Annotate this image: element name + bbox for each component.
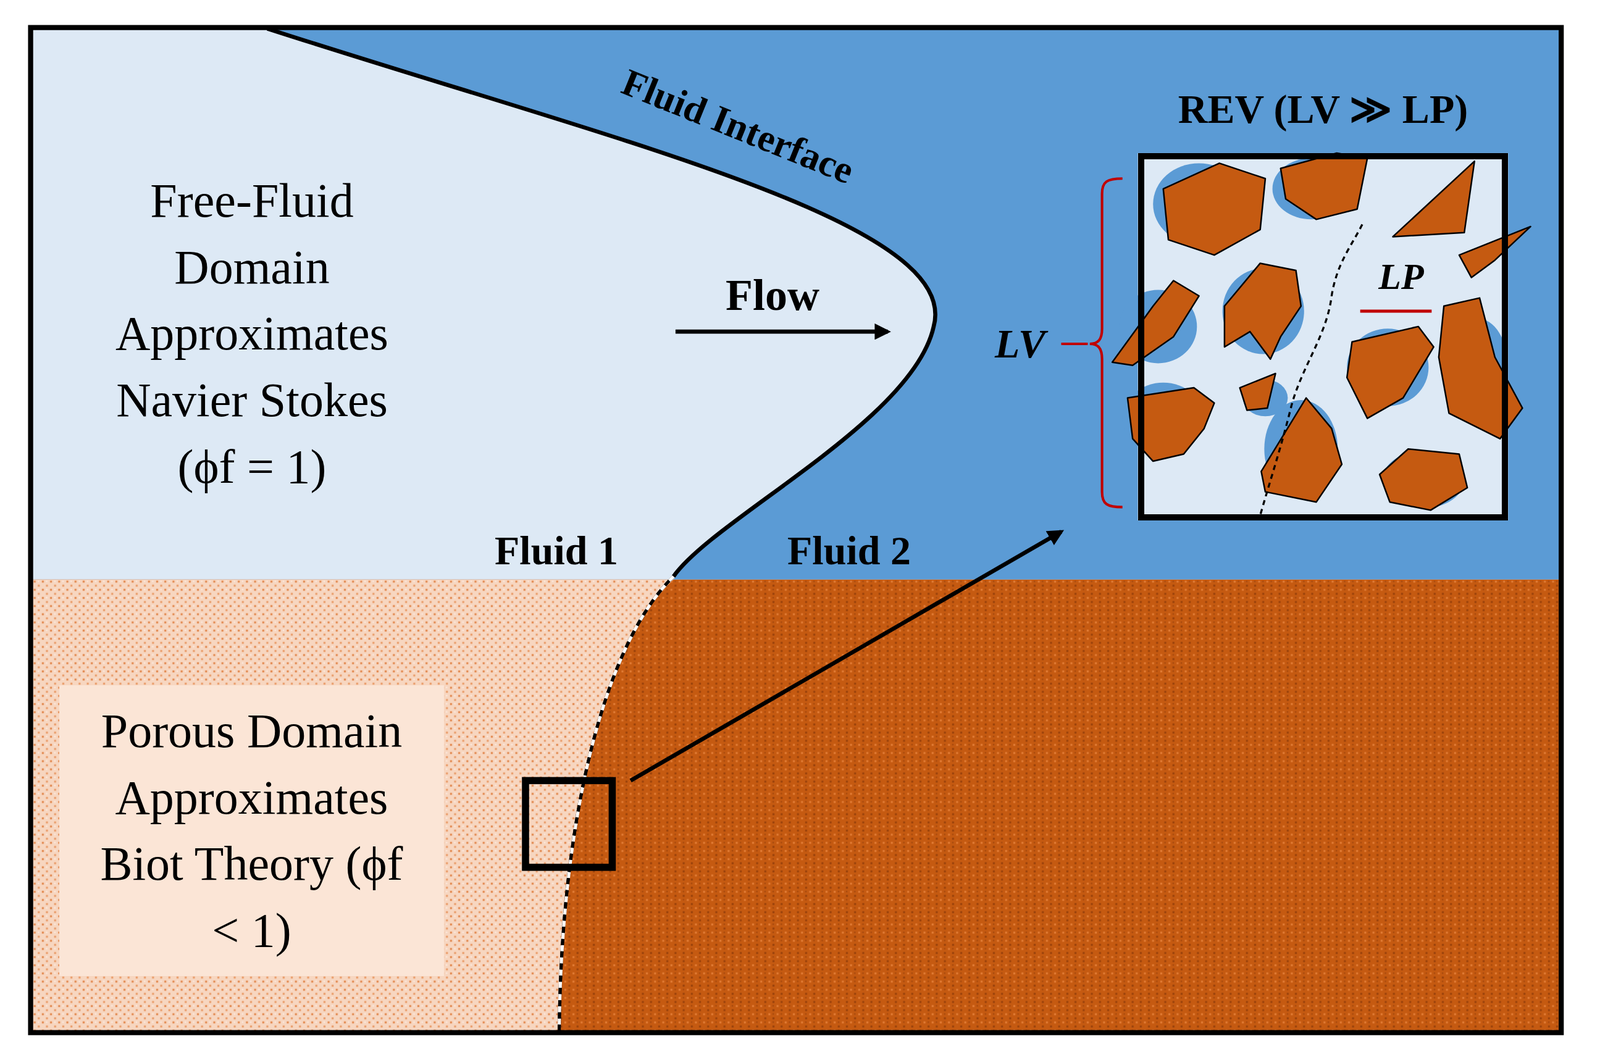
flow-label: Flow <box>725 264 820 327</box>
porous-domain-box: Porous Domain Approximates Biot Theory (… <box>59 685 444 977</box>
length-label: LP <box>1378 251 1424 303</box>
rev-box: REV (LV ≫ LP) <box>1138 153 1508 521</box>
fluid-label: Fluid 1 <box>494 522 619 579</box>
length-label: LV <box>994 315 1046 372</box>
domain-label: Free-Fluid Domain Approximates Navier St… <box>85 167 419 500</box>
node-text: Porous Domain Approximates Biot Theory (… <box>59 697 444 964</box>
rev-heading: REV (LV ≫ LP) <box>1178 80 1468 138</box>
fluid-label: Fluid 2 <box>787 522 911 579</box>
